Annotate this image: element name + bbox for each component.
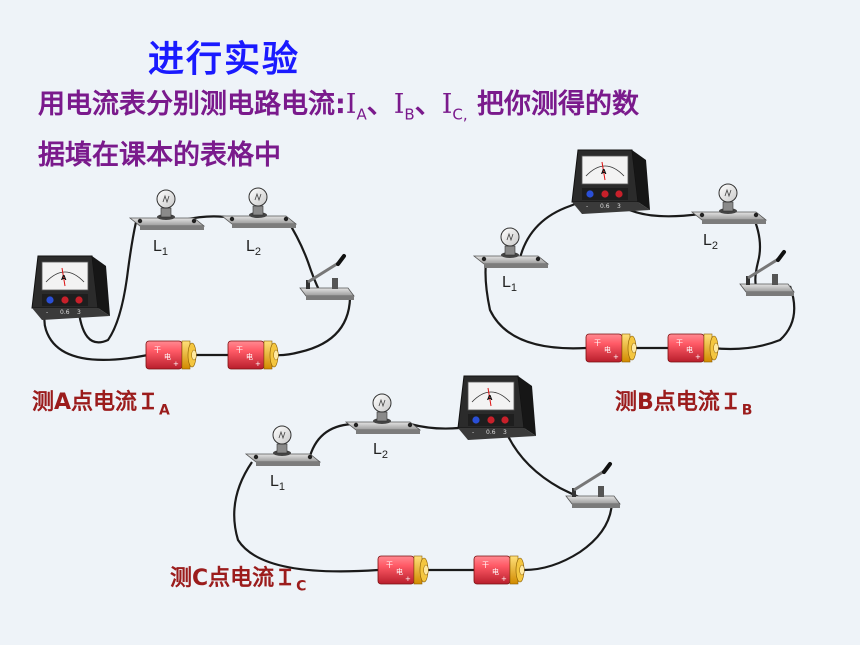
caption-a: 测A点电流ＩA	[32, 390, 170, 419]
bulb-l1-b	[473, 227, 549, 269]
ammeter-a	[31, 255, 111, 321]
instruction-prefix: 用电流表分别测电路电流:	[38, 89, 346, 120]
wire-b-battery-bulb1	[484, 261, 587, 350]
label-l2-b: L2	[703, 232, 719, 253]
battery-c1	[377, 555, 429, 585]
battery-c2	[473, 555, 525, 585]
wire-b-switch-battery	[711, 285, 796, 351]
battery-a1	[145, 340, 197, 370]
wire-c-bulbs	[308, 422, 357, 457]
bulb-l2-a	[221, 187, 297, 229]
instruction-line2: 据填在课本的表格中	[38, 140, 281, 172]
wire-a-bulb2-switch	[285, 217, 321, 293]
circuit-b	[484, 198, 796, 351]
wire-c-switch-battery	[523, 499, 614, 572]
circuit-c	[233, 422, 614, 573]
label-l2-c: L2	[373, 441, 389, 462]
bulb-l1-a	[129, 189, 205, 231]
label-l1-c: L1	[270, 473, 286, 494]
ammeter-b	[571, 149, 651, 215]
battery-a2	[227, 340, 279, 370]
current-symbol-c: I	[441, 89, 453, 120]
wire-a-ammeter-bulb1	[76, 221, 138, 344]
battery-b1	[585, 333, 637, 363]
current-symbol-a: I	[345, 89, 357, 120]
label-l1-a: L1	[153, 238, 169, 259]
separator-1: 、	[366, 89, 394, 120]
subscript-b: B	[404, 105, 415, 124]
instruction-text: 用电流表分别测电路电流:IA、IB、IC, 把你测得的数 据填在课本的表格中	[38, 84, 828, 177]
wire-b-bulb1-ammeter	[518, 198, 587, 259]
bulb-l1-c	[245, 425, 321, 467]
bulb-l2-c	[345, 393, 421, 435]
battery-b2	[667, 333, 719, 363]
ammeter-c	[457, 375, 537, 441]
slide-title: 进行实验	[148, 39, 301, 80]
subscript-a: A	[356, 105, 367, 124]
wire-b-bulb2-switch	[751, 213, 762, 287]
wire-c-battery-bulb1	[233, 461, 379, 573]
caption-b: 测B点电流ＩB	[615, 390, 753, 419]
current-symbol-b: I	[393, 89, 405, 120]
label-l1-b: L1	[502, 274, 518, 295]
bulb-l2-b	[691, 183, 767, 225]
subscript-c: C,	[452, 105, 468, 124]
instruction-line1-suffix: 把你测得的数	[477, 89, 640, 120]
label-l2-a: L2	[246, 238, 262, 259]
separator-2: 、	[414, 89, 442, 120]
switch-c	[564, 462, 622, 510]
switch-b	[738, 250, 796, 298]
caption-c: 测C点电流ＩC	[170, 566, 307, 595]
wire-a-switch-battery	[273, 291, 352, 357]
